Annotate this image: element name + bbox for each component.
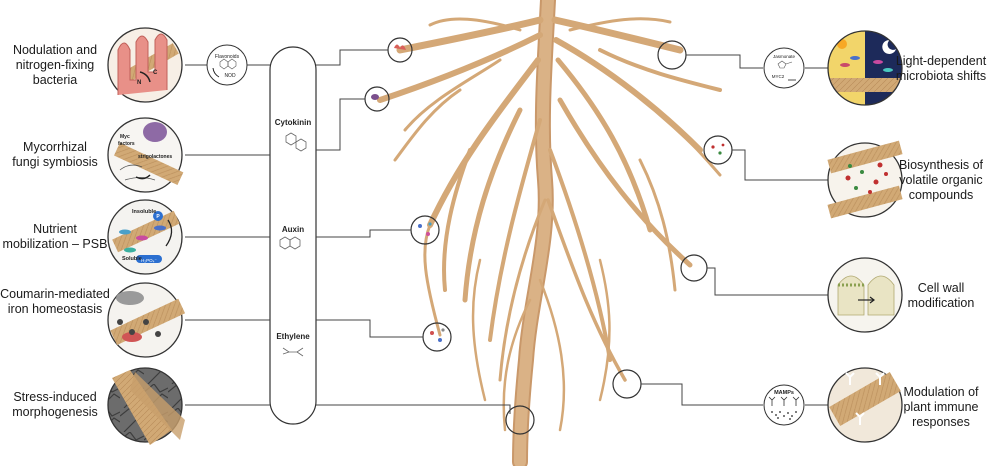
right-process-label-cellwall: Cell wall modification xyxy=(886,281,996,311)
root-zoom-contents xyxy=(371,44,725,342)
small-text-labels: Flavonoids NOD N C Myc factors strigolac… xyxy=(118,54,796,396)
label-line: responses xyxy=(912,415,970,429)
label-line: Stress-induced xyxy=(13,390,97,404)
label-factors: factors xyxy=(118,141,135,147)
hormone-label-cytokinin: Cytokinin xyxy=(275,118,312,127)
right-process-label-light: Light-dependent microbiota shifts xyxy=(886,54,996,84)
hormone-column xyxy=(269,46,317,425)
right-process-label-immune: Modulation of plant immune responses xyxy=(886,385,996,430)
label-myc: Myc xyxy=(120,134,130,140)
label-line: compounds xyxy=(908,188,974,202)
label-line: Coumarin-mediated xyxy=(0,287,110,301)
left-process-label-psb: Nutrient mobilization – PSB xyxy=(0,222,110,252)
label-line: microbiota shifts xyxy=(895,69,987,83)
label-line: Nutrient xyxy=(33,222,77,236)
left-circle-coumarin xyxy=(107,282,186,358)
label-line: Nodulation and xyxy=(12,43,98,57)
right-circle-immune xyxy=(827,367,903,443)
badge-flavonoids xyxy=(206,44,248,86)
label-insoluble: Insoluble xyxy=(132,209,156,215)
label-n: N xyxy=(137,80,141,86)
label-line: fungi symbiosis xyxy=(12,155,98,169)
label-line: bacteria xyxy=(32,73,78,87)
left-process-label-stress: Stress-induced morphogenesis xyxy=(0,390,110,420)
label-line: iron homeostasis xyxy=(7,302,103,316)
label-mamps: MAMPs xyxy=(774,390,794,396)
label-line: nitrogen-fixing xyxy=(15,58,95,72)
right-process-label-voc: Biosynthesis of volatile organic compoun… xyxy=(886,158,996,203)
left-circle-psb xyxy=(107,199,183,275)
root-zoom-voc xyxy=(703,135,733,165)
left-circle-mycorrhiza xyxy=(107,117,184,193)
left-process-label-mycorrhiza: Mycorrhizal fungi symbiosis xyxy=(0,140,110,170)
left-process-label-coumarin: Coumarin-mediated iron homeostasis xyxy=(0,287,112,317)
connector-lines xyxy=(185,49,828,414)
label-flavonoids: Flavonoids xyxy=(215,54,240,60)
label-line: Modulation of xyxy=(903,385,979,399)
label-nod: NOD xyxy=(224,73,236,79)
root-zoom-immune xyxy=(612,369,642,399)
label-strigolactones: strigolactones xyxy=(138,154,172,160)
label-line: Biosynthesis of xyxy=(898,158,984,172)
label-h2po4: H₂PO₄⁻ xyxy=(141,258,157,263)
hormone-structures xyxy=(279,132,307,357)
label-jasmonate: Jasmonate xyxy=(773,54,796,59)
root-zoom-stress xyxy=(505,405,535,435)
right-circle-light xyxy=(827,30,903,106)
label-line: mobilization – PSB xyxy=(2,237,108,251)
hormone-labels: Cytokinin Auxin Ethylene xyxy=(275,118,312,341)
badge-mamps xyxy=(763,384,805,426)
root-zoom-cellwall xyxy=(680,254,708,282)
left-circle-stress xyxy=(107,367,185,445)
right-circle-voc xyxy=(827,140,903,219)
label-line: volatile organic xyxy=(899,173,983,187)
left-circle-nodulation xyxy=(107,27,183,103)
label-line: Mycorrhizal xyxy=(23,140,87,154)
label-line: modification xyxy=(907,296,975,310)
right-circle-cellwall xyxy=(827,257,903,333)
label-p: P xyxy=(156,214,160,220)
label-line: morphogenesis xyxy=(12,405,98,419)
label-line: Cell wall xyxy=(917,281,965,295)
label-myc2: MYC2 xyxy=(772,74,785,79)
root-system xyxy=(377,0,722,466)
label-soluble: Soluble xyxy=(122,256,142,262)
hormone-label-auxin: Auxin xyxy=(282,225,304,234)
label-line: plant immune xyxy=(903,400,979,414)
badge-jasmonate xyxy=(763,47,805,89)
label-c: C xyxy=(153,70,158,76)
label-line: Light-dependent xyxy=(895,54,987,68)
hormone-label-ethylene: Ethylene xyxy=(276,332,310,341)
left-process-label-nodulation: Nodulation and nitrogen-fixing bacteria xyxy=(0,43,110,88)
